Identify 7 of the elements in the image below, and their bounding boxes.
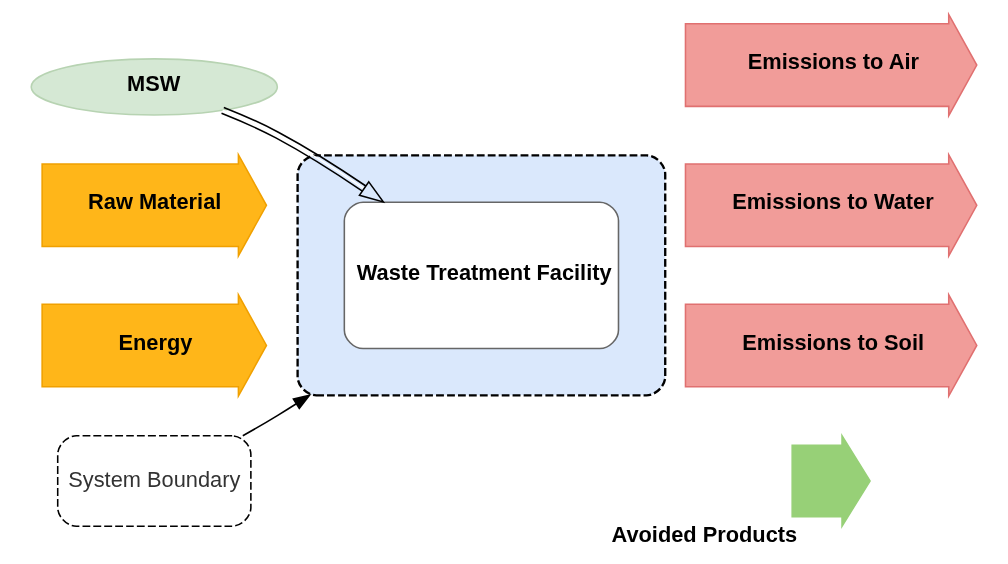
node-ellipse: MSW — [30, 58, 279, 116]
arrow — [242, 394, 312, 437]
cluster — [296, 154, 667, 397]
node-label: Avoided Products — [611, 522, 798, 548]
arrow — [220, 106, 386, 204]
node-box: Waste Treatment Facility — [343, 201, 620, 350]
node-box: System Boundary — [56, 435, 252, 527]
